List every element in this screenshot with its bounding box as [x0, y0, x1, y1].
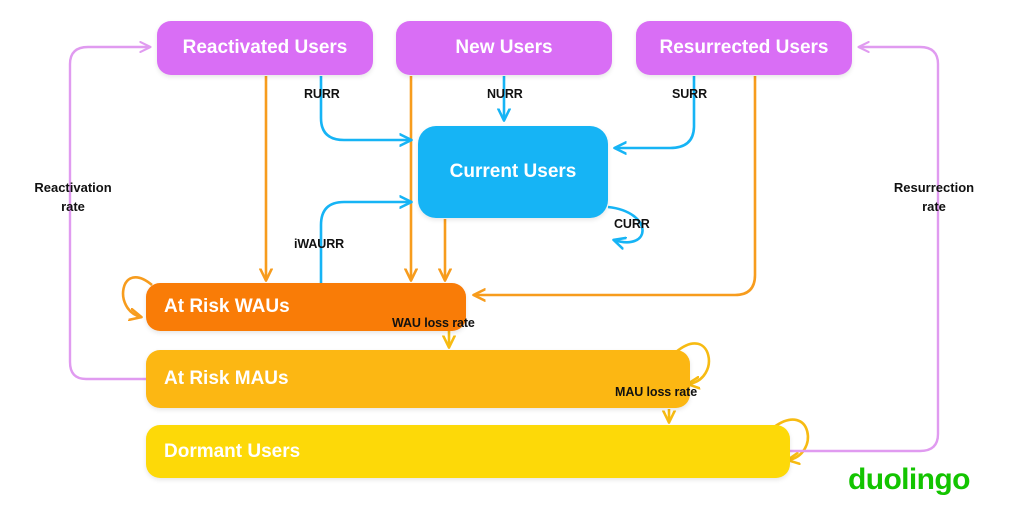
flow-label-wau-loss-rate: WAU loss rate: [392, 316, 475, 330]
flow-at-risk-waus-self-loop: [121, 276, 153, 317]
flow-rurr: [319, 76, 411, 140]
flow-label-curr: CURR: [614, 217, 650, 231]
flow-reactivation-rate: [68, 47, 150, 381]
flow-resurrection-rate: [790, 47, 940, 453]
node-dormant-users-label: Dormant Users: [164, 440, 301, 462]
node-at-risk-maus[interactable]: At Risk MAUs: [146, 350, 690, 408]
rate-label-resurrection-rate: Resurrection rate: [878, 179, 990, 217]
flow-iwaurr: [319, 202, 411, 283]
node-new-users[interactable]: New Users: [396, 21, 612, 75]
node-resurrected-users-label: Resurrected Users: [659, 37, 829, 58]
node-new-users-label: New Users: [455, 37, 553, 58]
rate-label-resurrection-line2: rate: [922, 198, 946, 214]
node-current-users-label: Current Users: [449, 161, 577, 182]
rate-label-reactivation-rate: Reactivation rate: [18, 179, 128, 217]
flow-label-mau-loss-rate: MAU loss rate: [615, 385, 698, 399]
flow-resurrected-to-at-risk-waus: [474, 76, 757, 295]
node-reactivated-users-label: Reactivated Users: [182, 37, 348, 58]
node-reactivated-users[interactable]: Reactivated Users: [157, 21, 373, 75]
flow-label-rurr: RURR: [304, 87, 340, 101]
flow-surr: [615, 76, 696, 148]
node-current-users[interactable]: Current Users: [418, 126, 608, 218]
duolingo-logo: duolingo: [848, 463, 970, 496]
node-at-risk-waus-label: At Risk WAUs: [164, 296, 290, 317]
flow-label-iwaurr: iWAURR: [294, 237, 345, 251]
flow-curr-self-loop: [607, 205, 644, 242]
rate-label-resurrection-line1: Resurrection: [893, 180, 975, 195]
flow-label-surr: SURR: [672, 87, 708, 101]
flow-at-risk-maus-self-loop: [675, 342, 711, 384]
flow-dormant-self-loop: [773, 418, 810, 460]
rate-label-reactivation-line2: rate: [61, 198, 85, 214]
node-at-risk-maus-label: At Risk MAUs: [164, 368, 289, 389]
flow-label-nurr: NURR: [487, 87, 523, 101]
node-resurrected-users[interactable]: Resurrected Users: [636, 21, 852, 75]
rate-label-reactivation-line1: Reactivation: [34, 180, 112, 195]
node-dormant-users[interactable]: Dormant Users: [146, 425, 790, 478]
